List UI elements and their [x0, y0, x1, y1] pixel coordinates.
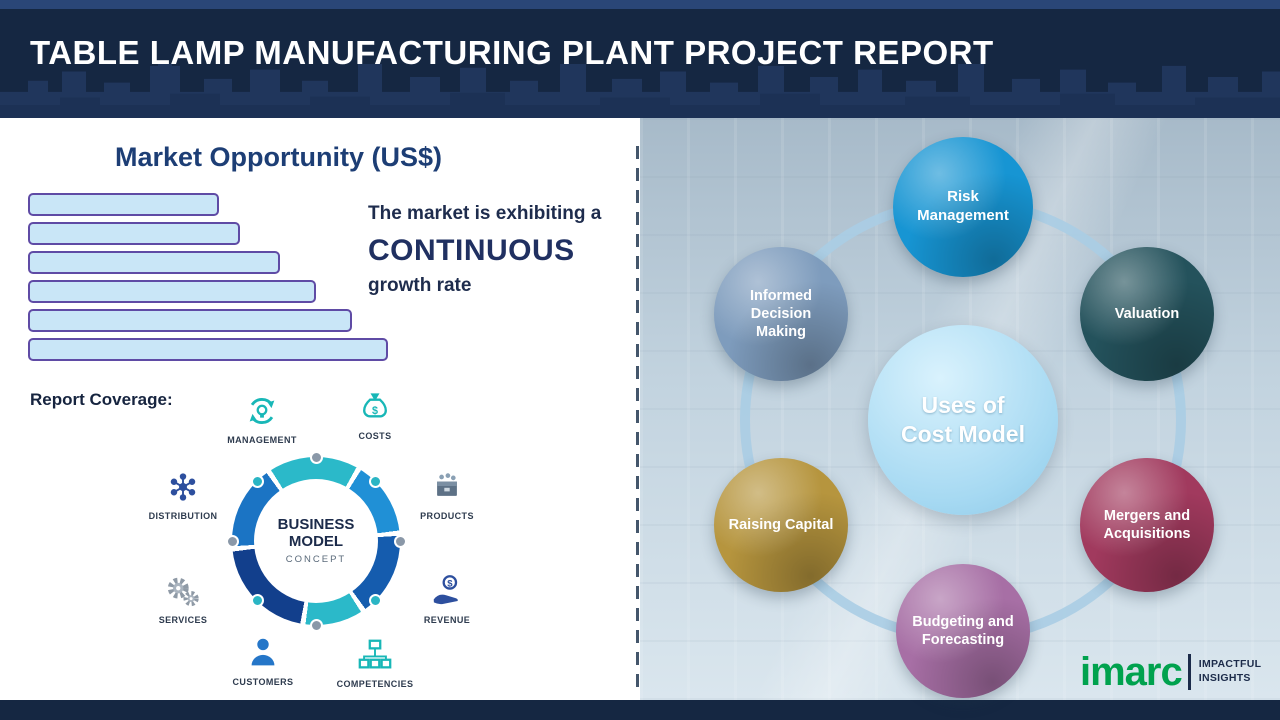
gears-icon — [128, 572, 238, 612]
coverage-item-distribution: DISTRIBUTION — [128, 468, 238, 521]
report-coverage-label: Report Coverage: — [30, 390, 173, 409]
bubble-label: Raising Capital — [728, 516, 834, 533]
center-line2: Cost Model — [901, 421, 1025, 447]
market-bar — [28, 280, 316, 303]
uses-of-cost-model-panel: Uses of Cost Model Risk Management Valua… — [640, 118, 1280, 700]
bubble-budgeting-and-forecasting: Budgeting and Forecasting — [896, 564, 1030, 698]
ring-dot — [369, 594, 382, 607]
logo-tagline-line1: IMPACTFUL — [1198, 658, 1262, 671]
center-line1: Uses of — [921, 392, 1005, 419]
business-model-center-text: BUSINESS MODEL CONCEPT — [244, 516, 388, 565]
coverage-item-label: COSTS — [358, 431, 392, 441]
market-bar — [28, 338, 388, 361]
logo-tagline: IMPACTFUL INSIGHTS — [1199, 658, 1262, 685]
coverage-item-label: DISTRIBUTION — [148, 511, 218, 521]
growth-line1: The market is exhibiting a — [368, 203, 602, 224]
bubble-label: Valuation — [1114, 305, 1180, 322]
coverage-item-label: CUSTOMERS — [232, 677, 294, 687]
coverage-item-label: PRODUCTS — [420, 511, 474, 521]
bubble-label: Risk Management — [917, 188, 1009, 224]
coverage-item-revenue: $ REVENUE — [392, 572, 502, 625]
business-model-line2: MODEL — [288, 533, 344, 551]
bubble-informed-decision-making: Informed Decision Making — [714, 247, 848, 381]
ring-dot — [251, 475, 264, 488]
dashed-divider — [636, 146, 639, 690]
ring-dot — [226, 535, 239, 548]
market-bar — [28, 193, 219, 216]
idea-cycle-icon — [207, 392, 317, 432]
market-bar — [28, 309, 352, 332]
ring-dot — [310, 451, 323, 464]
coverage-item-management: MANAGEMENT — [207, 392, 317, 445]
market-bars — [28, 193, 388, 361]
growth-line2: CONTINUOUS — [368, 234, 575, 267]
logo-divider — [1187, 654, 1191, 690]
bottom-band — [0, 700, 1280, 720]
business-model-line3: CONCEPT — [285, 553, 347, 565]
money-bag-icon: $ — [320, 388, 430, 428]
svg-text:$: $ — [372, 405, 378, 417]
bubble-raising-capital: Raising Capital — [714, 458, 848, 592]
bubble-label: Informed Decision Making — [749, 287, 813, 341]
coverage-item-products: PRODUCTS — [392, 468, 502, 521]
market-bar — [28, 222, 241, 245]
page-title: TABLE LAMP MANUFACTURING PLANT PROJECT R… — [30, 34, 994, 71]
product-box-icon — [392, 468, 502, 508]
coverage-item-costs: $ COSTS — [320, 388, 430, 441]
growth-statement: The market is exhibiting a CONTINUOUS gr… — [368, 203, 628, 297]
uses-of-cost-model-center: Uses of Cost Model — [868, 325, 1058, 515]
header-band: TABLE LAMP MANUFACTURING PLANT PROJECT R… — [0, 0, 1280, 118]
coverage-item-label: COMPETENCIES — [336, 679, 414, 689]
coverage-item-label: REVENUE — [423, 615, 471, 625]
ring-dot — [310, 619, 323, 632]
coverage-item-label: MANAGEMENT — [227, 435, 297, 445]
hand-coin-icon: $ — [392, 572, 502, 612]
org-chart-icon — [320, 636, 430, 676]
ring-dot — [369, 475, 382, 488]
svg-text:$: $ — [447, 578, 453, 589]
bubble-mergers-and-acquisitions: Mergers and Acquisitions — [1080, 458, 1214, 592]
coverage-item-services: SERVICES — [128, 572, 238, 625]
market-bar — [28, 251, 280, 274]
bubble-valuation: Valuation — [1080, 247, 1214, 381]
person-icon — [208, 634, 318, 674]
market-opportunity-panel: Market Opportunity (US$) The market is e… — [0, 118, 640, 700]
city-skyline-graphic — [0, 64, 1280, 118]
header-top-strip — [0, 0, 1280, 9]
ring-dot — [251, 594, 264, 607]
growth-line3: growth rate — [368, 275, 472, 296]
coverage-item-customers: CUSTOMERS — [208, 634, 318, 687]
logo-tagline-line2: INSIGHTS — [1198, 672, 1251, 684]
ring-dot — [394, 535, 407, 548]
bubble-label: Mergers and Acquisitions — [1103, 507, 1191, 542]
bubble-label: Budgeting and Forecasting — [912, 613, 1014, 648]
business-model-line1: BUSINESS — [277, 516, 355, 533]
coverage-item-label: SERVICES — [158, 615, 208, 625]
network-icon — [128, 468, 238, 508]
bubble-risk-management: Risk Management — [893, 137, 1033, 277]
imarc-wordmark: imarc — [1080, 650, 1183, 694]
coverage-item-competencies: COMPETENCIES — [320, 636, 430, 689]
imarc-logo: imarc IMPACTFUL INSIGHTS — [1080, 652, 1261, 692]
market-opportunity-title: Market Opportunity (US$) — [115, 142, 443, 172]
